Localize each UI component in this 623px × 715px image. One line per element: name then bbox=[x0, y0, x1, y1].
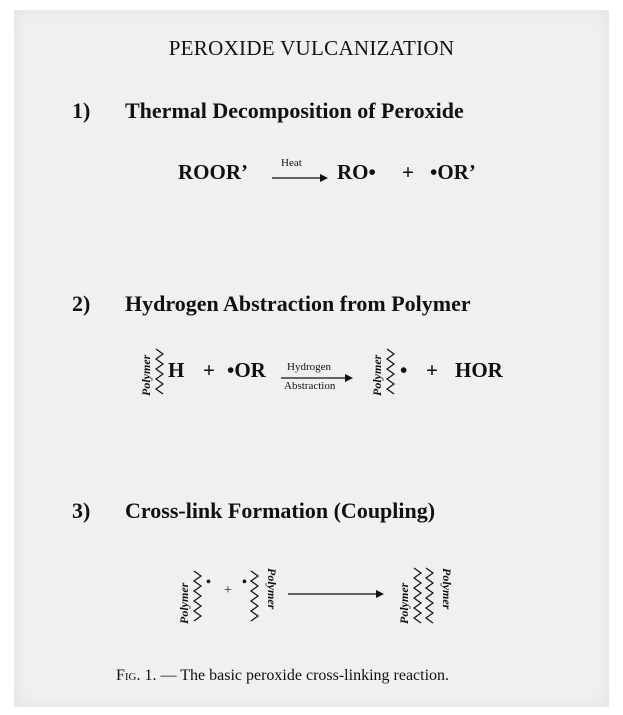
step-1-arrow bbox=[272, 174, 328, 182]
step-3-product-polymer-label-2: Polymer bbox=[440, 568, 454, 610]
step-1-arrow-label: Heat bbox=[281, 157, 302, 169]
step-2-product-radical: • bbox=[400, 358, 408, 382]
step-3-polymer-label-1: Polymer bbox=[177, 582, 191, 624]
step-1-reactant: ROOR’ bbox=[178, 160, 248, 184]
step-2-title: Hydrogen Abstraction from Polymer bbox=[125, 291, 471, 316]
caption-fig-number: Fig. 1. bbox=[116, 667, 157, 684]
step-2-arrow-label-top: Hydrogen bbox=[287, 361, 331, 373]
paper-background bbox=[14, 10, 609, 707]
step-2-arrow bbox=[281, 374, 353, 382]
step-3-plus: + bbox=[224, 583, 232, 598]
caption-dash: — bbox=[156, 667, 181, 684]
step-2-plus-2: + bbox=[426, 358, 438, 382]
step-2-plus-1: + bbox=[203, 358, 215, 382]
step-3-product-polymer-label-1: Polymer bbox=[397, 582, 411, 624]
step-2-byproduct: HOR bbox=[455, 358, 503, 382]
step-3-title: Cross-link Formation (Coupling) bbox=[125, 498, 436, 523]
step-3-number: 3) bbox=[72, 498, 91, 523]
step-2-number: 2) bbox=[72, 291, 91, 316]
step-3-radical-1: • bbox=[206, 575, 211, 590]
step-3-polymer-label-2: Polymer bbox=[265, 568, 279, 610]
step-2-polymer-label: Polymer bbox=[139, 354, 153, 396]
step-1-plus: + bbox=[402, 160, 414, 184]
polymer-chain-zigzag bbox=[192, 570, 203, 622]
polymer-chain-zigzag bbox=[249, 570, 260, 622]
step-2-arrow-label-bottom: Abstraction bbox=[284, 380, 336, 392]
step-2-product-polymer-label: Polymer bbox=[370, 354, 384, 396]
step-1-title: Thermal Decomposition of Peroxide bbox=[125, 98, 464, 123]
polymer-chain-zigzag bbox=[154, 348, 165, 395]
figure-caption: Fig. 1. — The basic peroxide cross-linki… bbox=[116, 667, 449, 685]
step-1-product-ro: RO• bbox=[337, 160, 376, 184]
polymer-chain-zigzag bbox=[412, 567, 423, 624]
polymer-chain-zigzag bbox=[424, 567, 435, 624]
polymer-chain-zigzag bbox=[385, 348, 396, 395]
step-2-hydrogen: H bbox=[168, 358, 185, 382]
caption-text: The basic peroxide cross-linking reactio… bbox=[180, 667, 450, 684]
step-3-arrow bbox=[288, 590, 384, 598]
step-1-product-or: •OR’ bbox=[430, 160, 476, 184]
main-title: PEROXIDE VULCANIZATION bbox=[168, 36, 455, 60]
step-2-radical-or: •OR bbox=[227, 358, 266, 382]
step-1-number: 1) bbox=[72, 98, 91, 123]
step-3-radical-2: • bbox=[242, 575, 247, 590]
